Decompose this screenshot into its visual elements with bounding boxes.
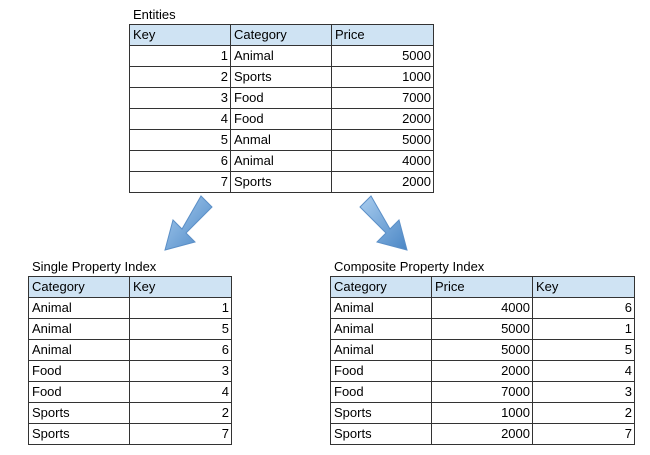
category-cell: Food	[330, 360, 432, 382]
price-cell: 5000	[431, 318, 533, 340]
single-index-header-row: Category Key	[28, 276, 232, 298]
price-cell: 2000	[431, 360, 533, 382]
category-cell: Food	[330, 381, 432, 403]
key-cell: 5	[129, 129, 231, 151]
column-header-category: Category	[28, 276, 130, 298]
arrow-to-composite-index-icon	[359, 195, 408, 251]
category-cell: Food	[28, 381, 130, 403]
key-cell: 6	[532, 297, 635, 319]
key-cell: 2	[129, 402, 232, 424]
category-cell: Animal	[330, 318, 432, 340]
category-cell: Sports	[28, 402, 130, 424]
price-cell: 7000	[431, 381, 533, 403]
category-cell: Animal	[230, 45, 332, 67]
column-header-price: Price	[331, 24, 434, 46]
price-cell: 2000	[331, 171, 434, 193]
column-header-key: Key	[129, 276, 232, 298]
category-cell: Sports	[330, 423, 432, 445]
key-cell: 2	[532, 402, 635, 424]
category-cell: Food	[28, 360, 130, 382]
category-cell: Sports	[230, 66, 332, 88]
key-cell: 4	[532, 360, 635, 382]
key-cell: 7	[532, 423, 635, 445]
key-cell: 3	[532, 381, 635, 403]
arrow-to-single-index-icon	[164, 195, 213, 251]
key-cell: 1	[532, 318, 635, 340]
key-cell: 1	[129, 45, 231, 67]
price-cell: 4000	[431, 297, 533, 319]
key-cell: 4	[129, 381, 232, 403]
price-cell: 4000	[331, 150, 434, 172]
category-cell: Animal	[330, 339, 432, 361]
key-cell: 6	[129, 339, 232, 361]
price-cell: 5000	[431, 339, 533, 361]
category-cell: Animal	[230, 150, 332, 172]
category-cell: Food	[230, 108, 332, 130]
column-header-key: Key	[532, 276, 635, 298]
entities-header-row: Key Category Price	[129, 24, 434, 46]
category-cell: Animal	[28, 339, 130, 361]
category-cell: Animal	[28, 318, 130, 340]
column-header-category: Category	[330, 276, 432, 298]
key-cell: 3	[129, 360, 232, 382]
category-cell: Animal	[28, 297, 130, 319]
price-cell: 1000	[331, 66, 434, 88]
category-cell: Sports	[28, 423, 130, 445]
price-cell: 7000	[331, 87, 434, 109]
category-cell: Sports	[330, 402, 432, 424]
price-cell: 2000	[331, 108, 434, 130]
price-cell: 1000	[431, 402, 533, 424]
composite-index-caption: Composite Property Index	[334, 259, 485, 274]
key-cell: 3	[129, 87, 231, 109]
price-cell: 5000	[331, 129, 434, 151]
composite-index-header-row: Category Price Key	[330, 276, 635, 298]
column-header-category: Category	[230, 24, 332, 46]
category-cell: Animal	[330, 297, 432, 319]
key-cell: 7	[129, 171, 231, 193]
key-cell: 5	[532, 339, 635, 361]
single-index-caption: Single Property Index	[32, 259, 157, 274]
key-cell: 7	[129, 423, 232, 445]
key-cell: 5	[129, 318, 232, 340]
column-header-price: Price	[431, 276, 533, 298]
category-cell: Sports	[230, 171, 332, 193]
category-cell: Anmal	[230, 129, 332, 151]
key-cell: 2	[129, 66, 231, 88]
price-cell: 5000	[331, 45, 434, 67]
key-cell: 1	[129, 297, 232, 319]
entities-caption: Entities	[133, 7, 176, 22]
price-cell: 2000	[431, 423, 533, 445]
key-cell: 6	[129, 150, 231, 172]
category-cell: Food	[230, 87, 332, 109]
column-header-key: Key	[129, 24, 231, 46]
key-cell: 4	[129, 108, 231, 130]
